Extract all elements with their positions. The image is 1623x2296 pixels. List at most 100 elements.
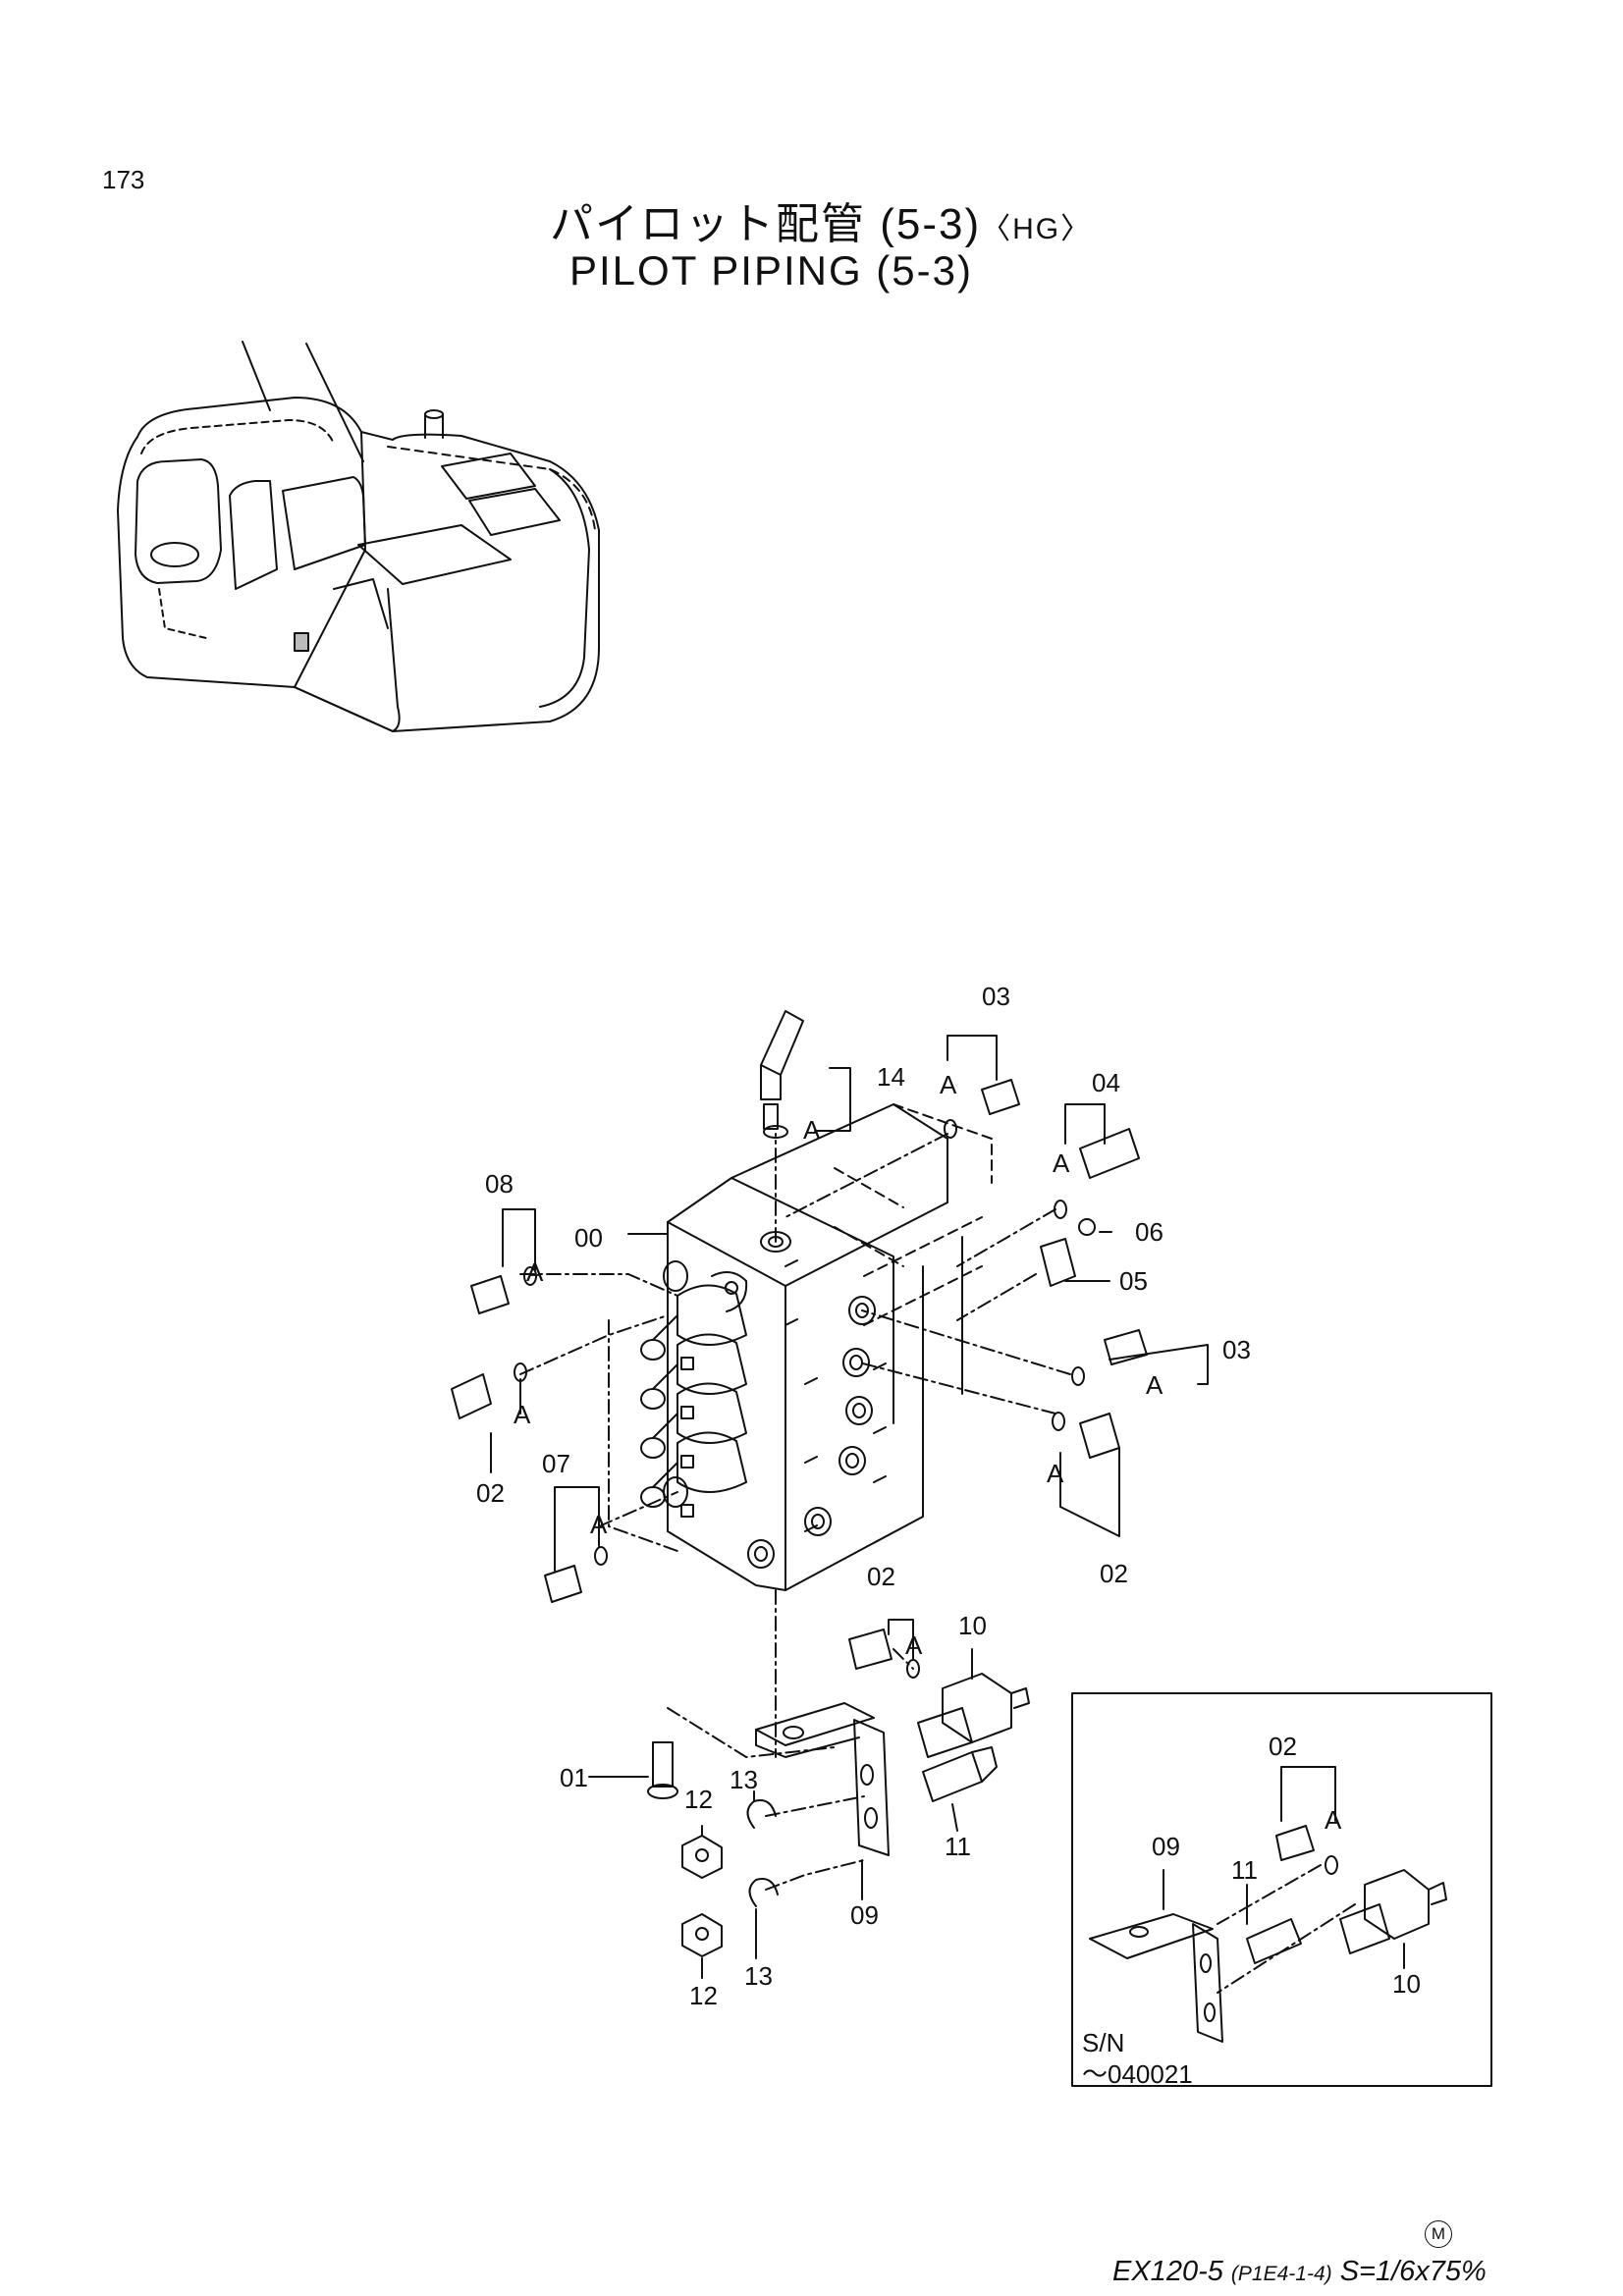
component-location-marker (294, 632, 309, 652)
inset-bracket-09-side (1192, 1923, 1223, 2043)
oring-03-right (1071, 1366, 1085, 1386)
cab-window-lower (150, 542, 199, 567)
inset-block-10-thread (1339, 1903, 1390, 1954)
marker-a-14: A (803, 1115, 821, 1145)
callout-02-right: 02 (1100, 1559, 1128, 1588)
side-panel-edge (333, 578, 389, 629)
callout-01: 01 (560, 1763, 588, 1792)
nut-12-lower (681, 1913, 723, 1957)
nut-12-upper (681, 1835, 723, 1879)
oring-06 (1078, 1218, 1096, 1236)
leader-02-right-bracket (1059, 1447, 1120, 1537)
inset-oring-02 (1325, 1855, 1338, 1875)
callout-02-lower: 02 (867, 1562, 895, 1591)
solenoid-2-end (640, 1388, 666, 1410)
inset-sn-label: S/N (1082, 2028, 1124, 2057)
callout-04: 04 (1092, 1068, 1120, 1097)
title-english: PILOT PIPING (5-3) (569, 247, 973, 294)
valve-section-lines (922, 1236, 963, 1424)
nut-12-upper-hole (695, 1848, 709, 1862)
right-port-3-inner (852, 1403, 866, 1418)
leader-02-right (858, 1362, 1056, 1415)
solenoid-3-end (640, 1437, 666, 1459)
hidden-detail-marks (784, 1259, 887, 1532)
inset-fitting-02 (1275, 1825, 1315, 1861)
solenoid-4 (676, 1431, 747, 1493)
inset-callout-11: 11 (1231, 1855, 1258, 1885)
leader-03-top-bracket (947, 1035, 998, 1081)
oring-07 (594, 1546, 608, 1566)
hood-outline (294, 431, 600, 732)
fitting-11-hex (971, 1746, 998, 1783)
oring-04 (1054, 1200, 1067, 1219)
block-10-stub (1010, 1687, 1030, 1709)
oring-14 (763, 1125, 788, 1139)
exhaust-pipe (424, 413, 444, 439)
elbow-body-14 (760, 1064, 782, 1100)
assembly-leader-lines (519, 1133, 1356, 1994)
solenoid-bracket-top (711, 1271, 748, 1312)
bracket-09-top (755, 1702, 875, 1746)
fitting-04 (1079, 1128, 1140, 1179)
leader-11-line (951, 1803, 958, 1832)
valve-bottom-edge (784, 1413, 924, 1591)
inset-block-10-stub (1428, 1882, 1447, 1905)
callout-06: 06 (1135, 1217, 1163, 1247)
solenoid-terminal-1 (680, 1357, 694, 1370)
right-port-1 (848, 1296, 876, 1325)
inset-callout-09: 09 (1152, 1832, 1180, 1861)
block-10 (942, 1673, 1012, 1743)
marker-a-02-left: A (514, 1400, 531, 1429)
right-port-1-inner (855, 1303, 869, 1318)
leader-03-right (861, 1309, 1071, 1375)
fitting-05 (1040, 1238, 1076, 1287)
control-valve-block (640, 1103, 993, 1591)
cab-dashed-detail (158, 588, 207, 639)
page-number: 173 (102, 165, 145, 194)
callout-08: 08 (485, 1169, 514, 1199)
leader-04-bracket (1064, 1103, 1106, 1145)
inset-callout-02: 02 (1269, 1732, 1297, 1761)
leader-07 (598, 1491, 678, 1527)
fitting-02-left (451, 1373, 492, 1419)
bracket-09-side (853, 1719, 890, 1856)
leader-03-right-bracket (1109, 1344, 1209, 1385)
footer-scale: S=1/6x75% (1339, 2256, 1487, 2287)
nut-12-lower-hole (695, 1927, 709, 1941)
footer-model-scale: EX120-5 (P1E4-1-4) S=1/6x75% (1112, 2256, 1487, 2288)
solenoid-1 (676, 1284, 747, 1346)
hood-panel-front (357, 524, 512, 585)
oring-03-top (944, 1119, 957, 1139)
inset-leader-02 (1217, 1864, 1322, 1925)
front-port-1-inner (811, 1514, 825, 1529)
valve-back-dashed (893, 1103, 993, 1184)
boom-line-left (242, 341, 271, 411)
leader-07-bracket (554, 1486, 600, 1572)
leader-06 (956, 1208, 1056, 1267)
marker-a-02-right: A (1047, 1459, 1064, 1488)
solenoid-stack (640, 1271, 748, 1518)
boom-line-right (305, 343, 364, 462)
inset-bracket-09-top (1089, 1913, 1214, 1959)
callout-11: 11 (945, 1832, 971, 1861)
inset-bracket-hole-2 (1204, 2002, 1216, 2022)
right-port-4-inner (845, 1453, 859, 1468)
leader-13-upper (765, 1795, 865, 1817)
bolt-01 (652, 1741, 674, 1788)
callout-00: 00 (574, 1223, 603, 1253)
right-port-4 (839, 1446, 866, 1475)
fitting-08 (470, 1275, 510, 1314)
cab-outline (117, 397, 366, 688)
callout-10: 10 (958, 1611, 987, 1640)
inset-leader-02-bracket (1280, 1766, 1336, 1822)
leader-05 (956, 1273, 1037, 1321)
callout-03-right: 03 (1222, 1335, 1251, 1364)
marker-a-07: A (590, 1510, 608, 1539)
fitting-02-right (1079, 1413, 1120, 1459)
callout-05: 05 (1119, 1266, 1148, 1296)
fittings (451, 1010, 1148, 1957)
leader-02-lower-bracket (888, 1619, 914, 1660)
cab-window-front (135, 458, 222, 584)
leader-13-lower (765, 1859, 865, 1891)
